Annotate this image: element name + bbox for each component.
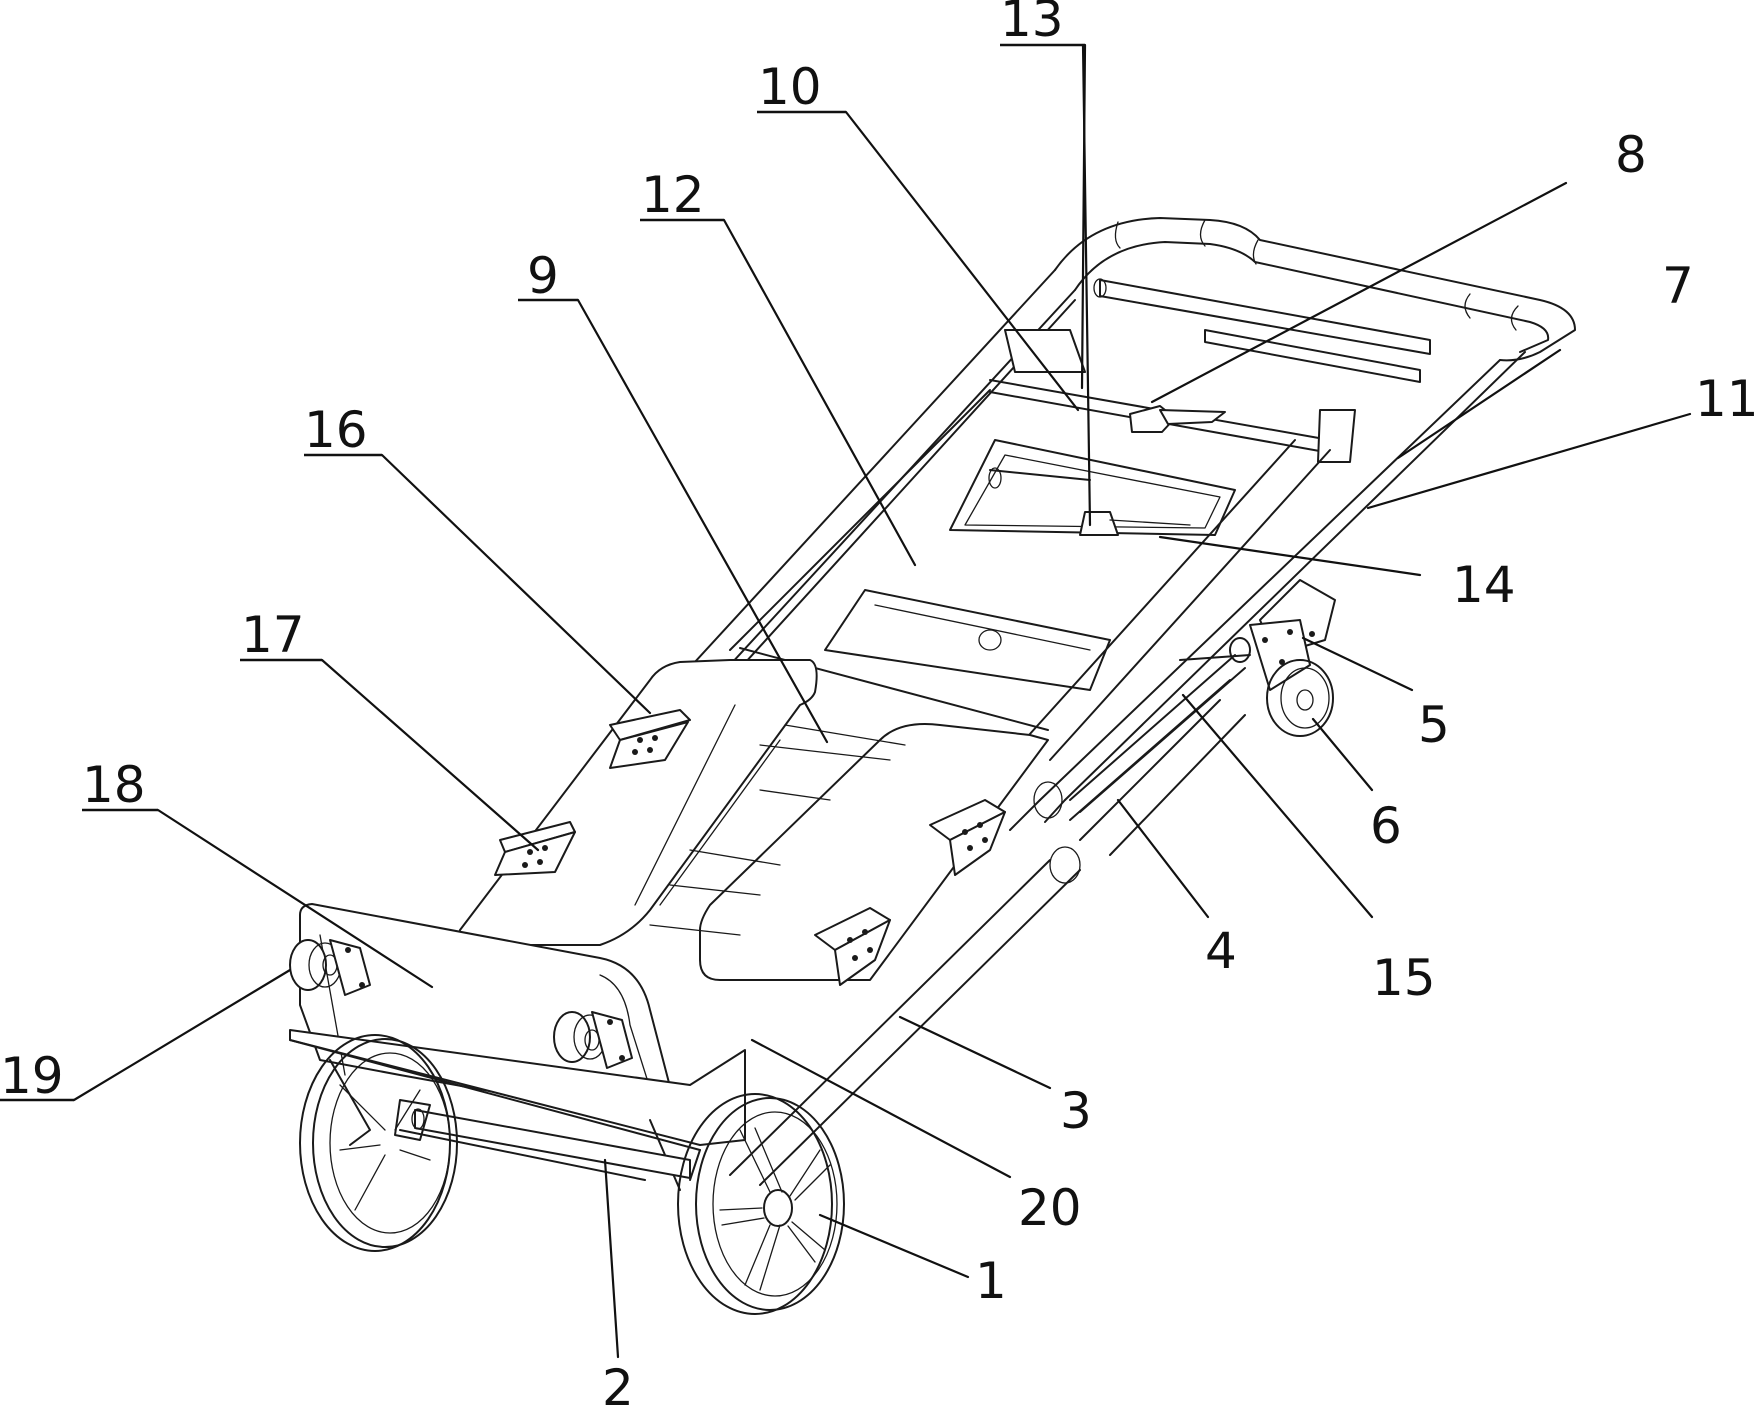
callout-16: 16: [304, 401, 368, 459]
leader-19: [74, 970, 290, 1100]
leader-16: [382, 455, 650, 713]
callout-12: 12: [641, 166, 705, 224]
callout-2: 2: [602, 1359, 634, 1410]
leader-13b: [1083, 45, 1090, 525]
callout-13: 13: [1000, 0, 1064, 48]
leader-20: [752, 1040, 1010, 1177]
leader-10: [846, 112, 1078, 410]
leader-5: [1303, 638, 1412, 690]
leader-17: [322, 660, 538, 850]
callout-3: 3: [1060, 1082, 1092, 1140]
leader-11: [1368, 414, 1690, 508]
leader-7: [1398, 350, 1560, 458]
leader-2: [605, 1160, 618, 1357]
callout-10: 10: [758, 58, 822, 116]
brace-15: [1070, 655, 1250, 812]
leader-6: [1313, 719, 1372, 790]
callout-14: 14: [1452, 556, 1516, 614]
callout-15: 15: [1372, 949, 1436, 1007]
callout-7: 7: [1662, 257, 1694, 315]
leader-3: [900, 1017, 1050, 1088]
callout-4: 4: [1205, 922, 1237, 980]
callout-5: 5: [1418, 696, 1450, 754]
leader-12: [724, 220, 915, 565]
top-crossbar: [990, 330, 1355, 462]
leader-4: [1118, 800, 1208, 917]
upper-panel: [730, 390, 1330, 760]
leader-1: [820, 1215, 968, 1277]
callout-20: 20: [1018, 1179, 1082, 1237]
callout-18: 18: [82, 756, 146, 814]
callout-8: 8: [1615, 126, 1647, 184]
callout-17: 17: [241, 606, 305, 664]
callout-19: 19: [0, 1047, 64, 1105]
leader-14: [1160, 537, 1420, 575]
callout-11: 11: [1695, 370, 1759, 428]
callout-1: 1: [975, 1252, 1007, 1310]
push-handle: [1055, 218, 1575, 382]
leader-15: [1183, 695, 1372, 917]
callout-6: 6: [1370, 797, 1402, 855]
callout-9: 9: [527, 247, 559, 305]
